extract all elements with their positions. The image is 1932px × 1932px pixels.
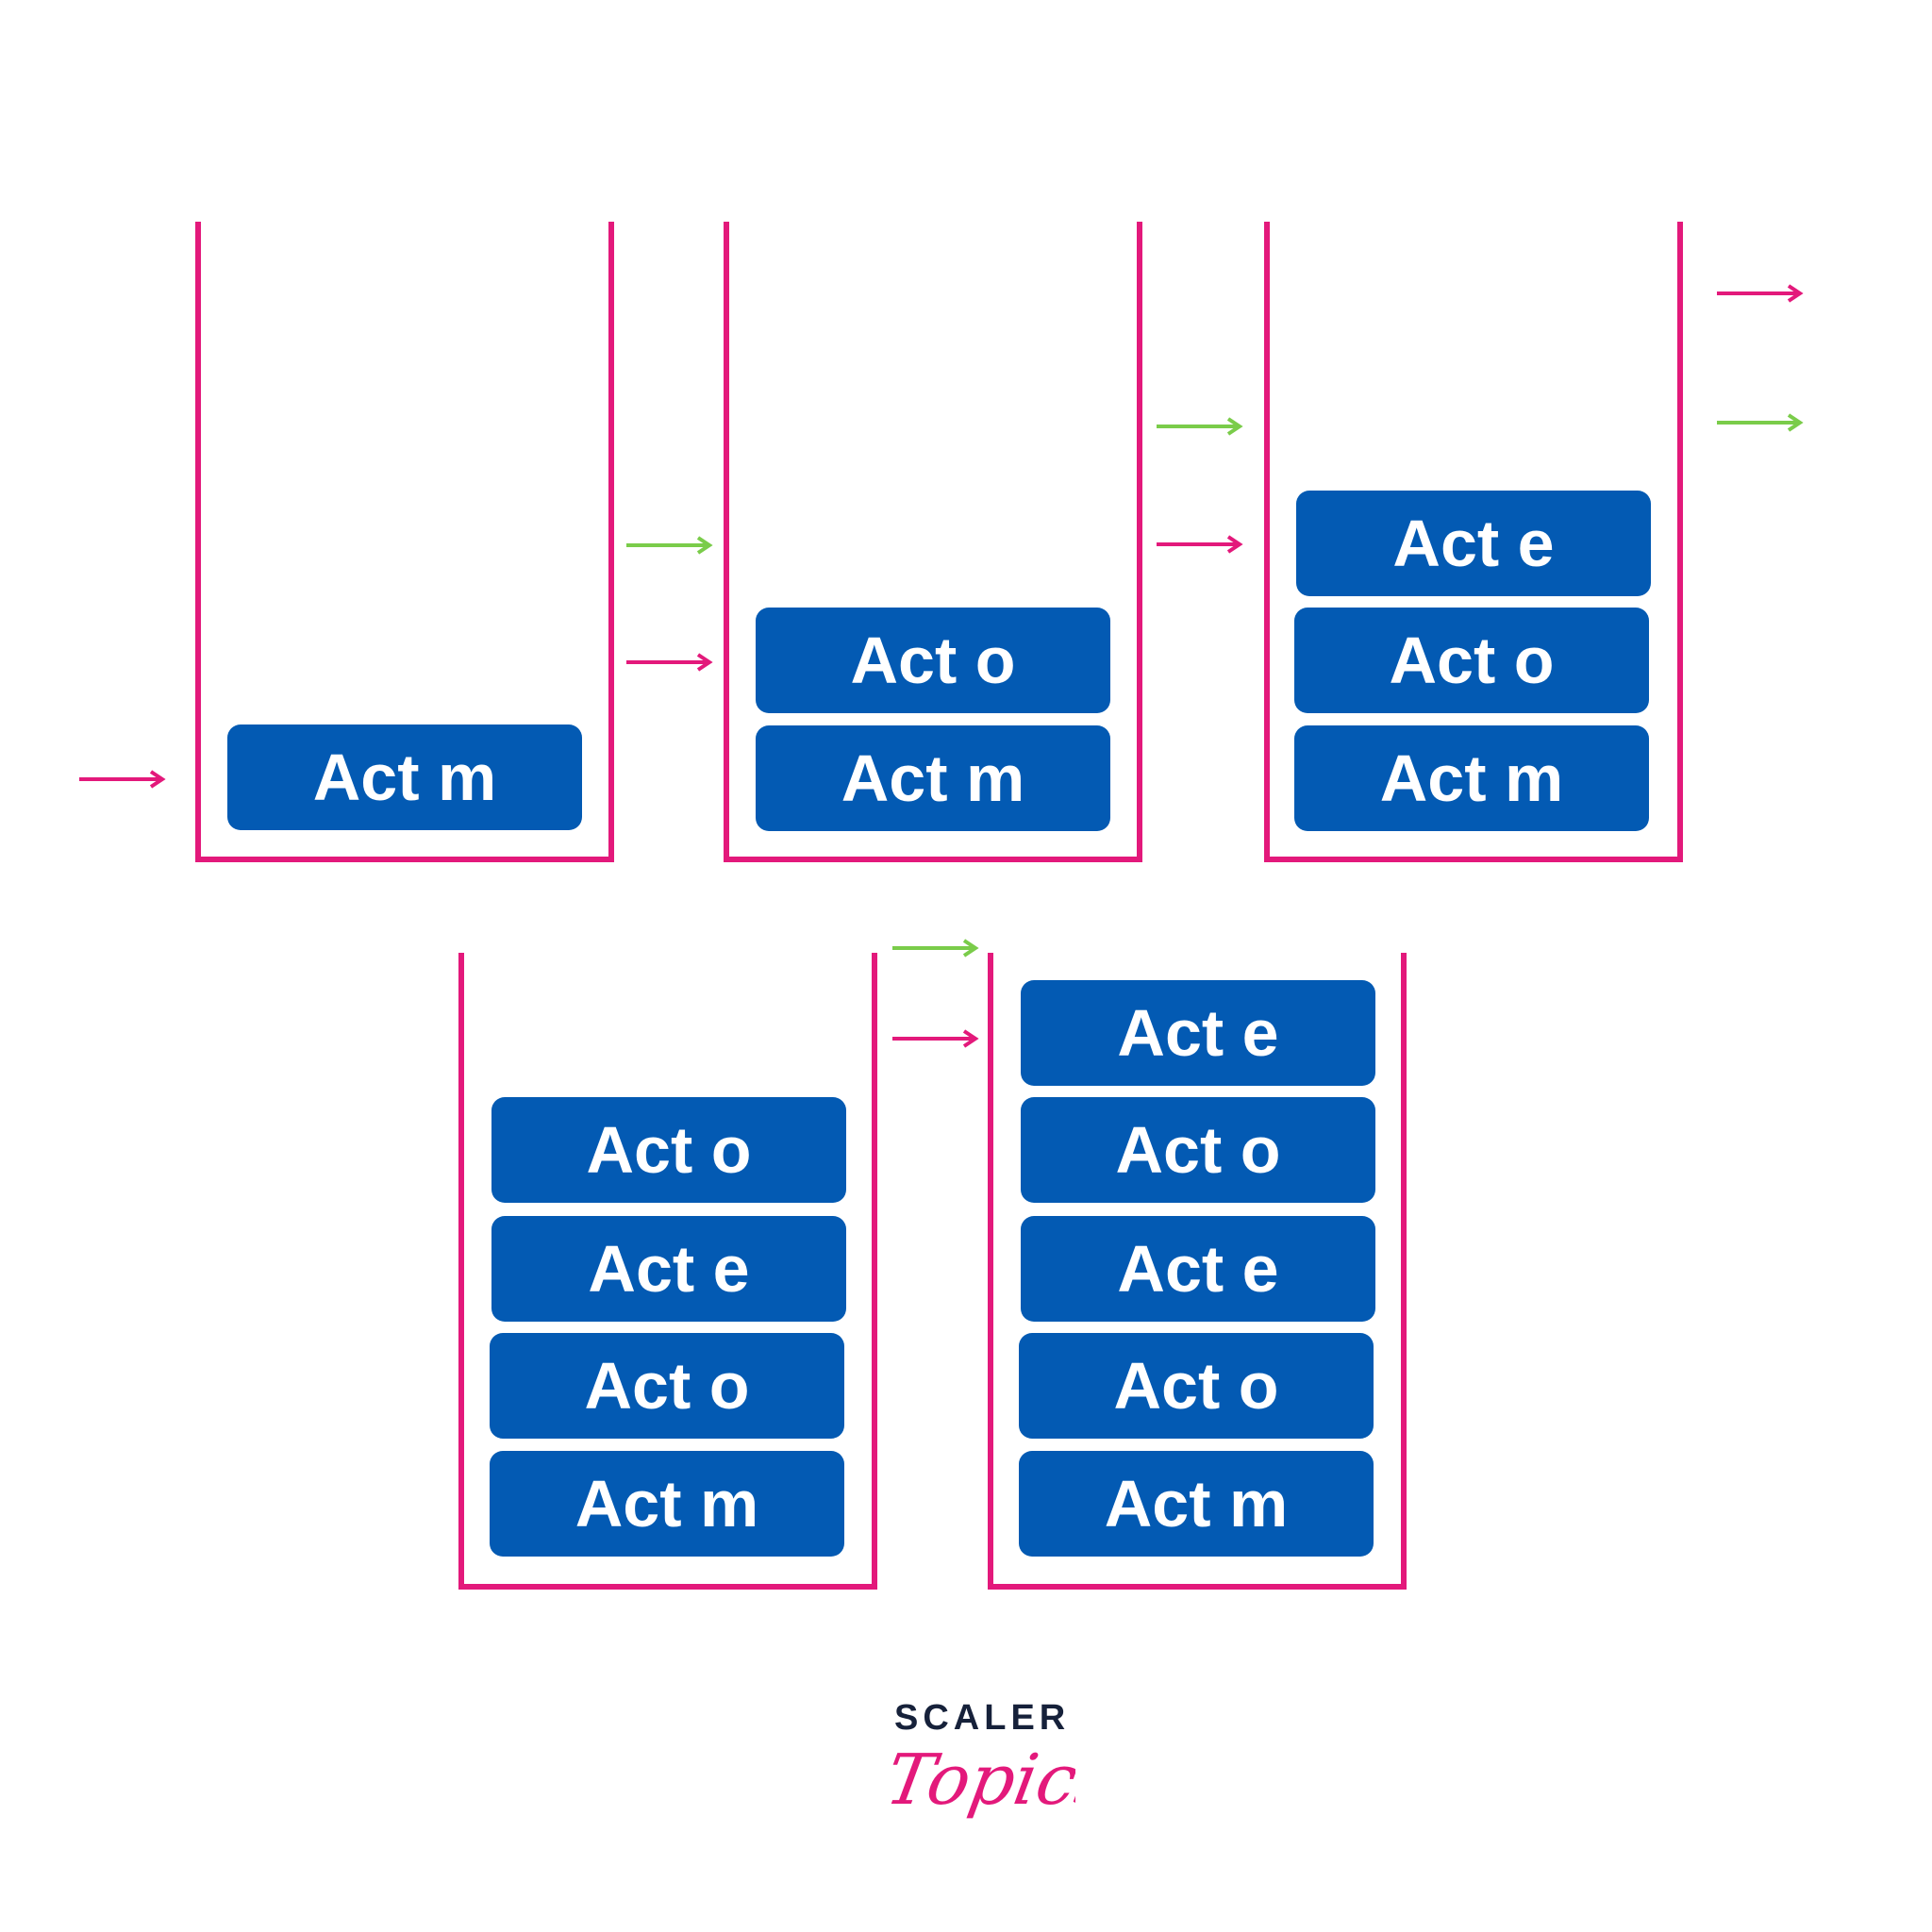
pointer-arrow-icon	[892, 939, 979, 958]
stack-container-4	[458, 953, 877, 1590]
stack-container-1	[195, 222, 614, 862]
stack-container-3	[1264, 222, 1683, 862]
stack-5-block-3: Act e	[1021, 1216, 1375, 1322]
pointer-arrow-icon	[626, 536, 713, 555]
svg-text:Topics: Topics	[880, 1740, 1075, 1821]
stack-2-block-1: Act o	[756, 608, 1110, 713]
pointer-arrow-icon	[1717, 413, 1804, 432]
stack-5-block-2: Act o	[1021, 1097, 1375, 1203]
stack-3-block-2: Act o	[1294, 608, 1649, 713]
pointer-arrow-icon	[1157, 417, 1243, 436]
stack-5-block-4: Act o	[1019, 1333, 1374, 1439]
push-arrow-icon	[1717, 284, 1804, 303]
push-arrow-icon	[79, 770, 166, 789]
stack-4-block-1: Act o	[491, 1097, 846, 1203]
push-arrow-icon	[1157, 535, 1243, 554]
stack-3-block-1: Act e	[1296, 491, 1651, 596]
push-arrow-icon	[626, 653, 713, 672]
stack-4-block-4: Act m	[490, 1451, 844, 1557]
logo-brand-text: SCALER	[894, 1698, 1071, 1738]
stack-5-block-5: Act m	[1019, 1451, 1374, 1557]
push-arrow-icon	[892, 1029, 979, 1048]
stack-5-block-1: Act e	[1021, 980, 1375, 1086]
stack-4-block-2: Act e	[491, 1216, 846, 1322]
stack-4-block-3: Act o	[490, 1333, 844, 1439]
scaler-topics-logo: Topics	[880, 1740, 1075, 1821]
stack-container-5	[988, 953, 1407, 1590]
stack-3-block-3: Act m	[1294, 725, 1649, 831]
stack-2-block-2: Act m	[756, 725, 1110, 831]
stack-1-block-1: Act m	[227, 724, 582, 830]
stack-container-2	[724, 222, 1142, 862]
